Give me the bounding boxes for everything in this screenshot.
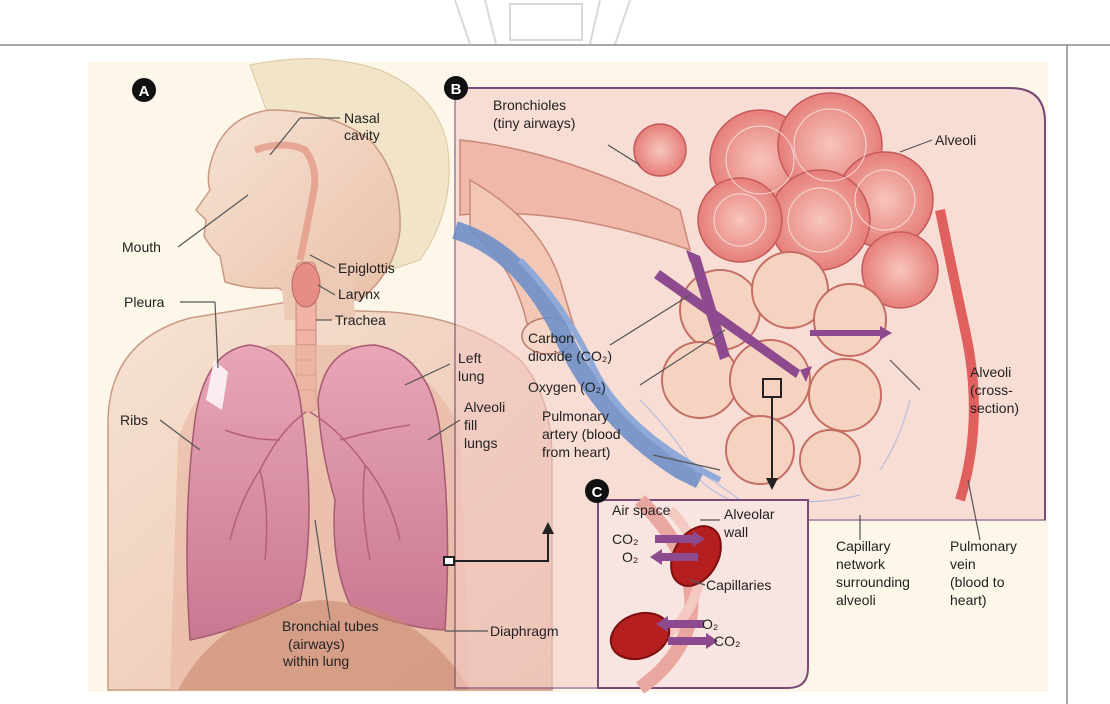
label-ribs: Ribs (120, 412, 148, 428)
label-trachea: Trachea (335, 312, 386, 328)
label-larynx: Larynx (338, 286, 380, 302)
label-epiglottis: Epiglottis (338, 260, 395, 276)
panel-b-tag: B (451, 81, 462, 98)
right-lung (187, 345, 309, 640)
label-air-space: Air space (612, 502, 671, 518)
label-o2-top: O₂ (622, 549, 638, 565)
magnify-box-a (444, 557, 454, 565)
label-o2-bottom: O₂ (702, 616, 718, 632)
label-oxygen: Oxygen (O₂) (528, 379, 606, 395)
larynx-shape (292, 263, 320, 307)
panel-c-tag: C (592, 484, 603, 501)
label-capillaries: Capillaries (706, 577, 771, 593)
label-nasal-cavity: Nasal cavity (344, 110, 384, 143)
panel-c (598, 500, 808, 688)
label-pleura: Pleura (124, 294, 165, 310)
label-co2-bottom: CO₂ (714, 633, 740, 649)
label-mouth: Mouth (122, 239, 161, 255)
label-diaphragm: Diaphragm (490, 623, 558, 639)
panel-a-tag: A (139, 83, 150, 100)
label-alveoli: Alveoli (935, 132, 976, 148)
label-co2-top: CO₂ (612, 531, 638, 547)
label-alveoli-cross-section: Alveoli (cross- section) (970, 364, 1019, 416)
